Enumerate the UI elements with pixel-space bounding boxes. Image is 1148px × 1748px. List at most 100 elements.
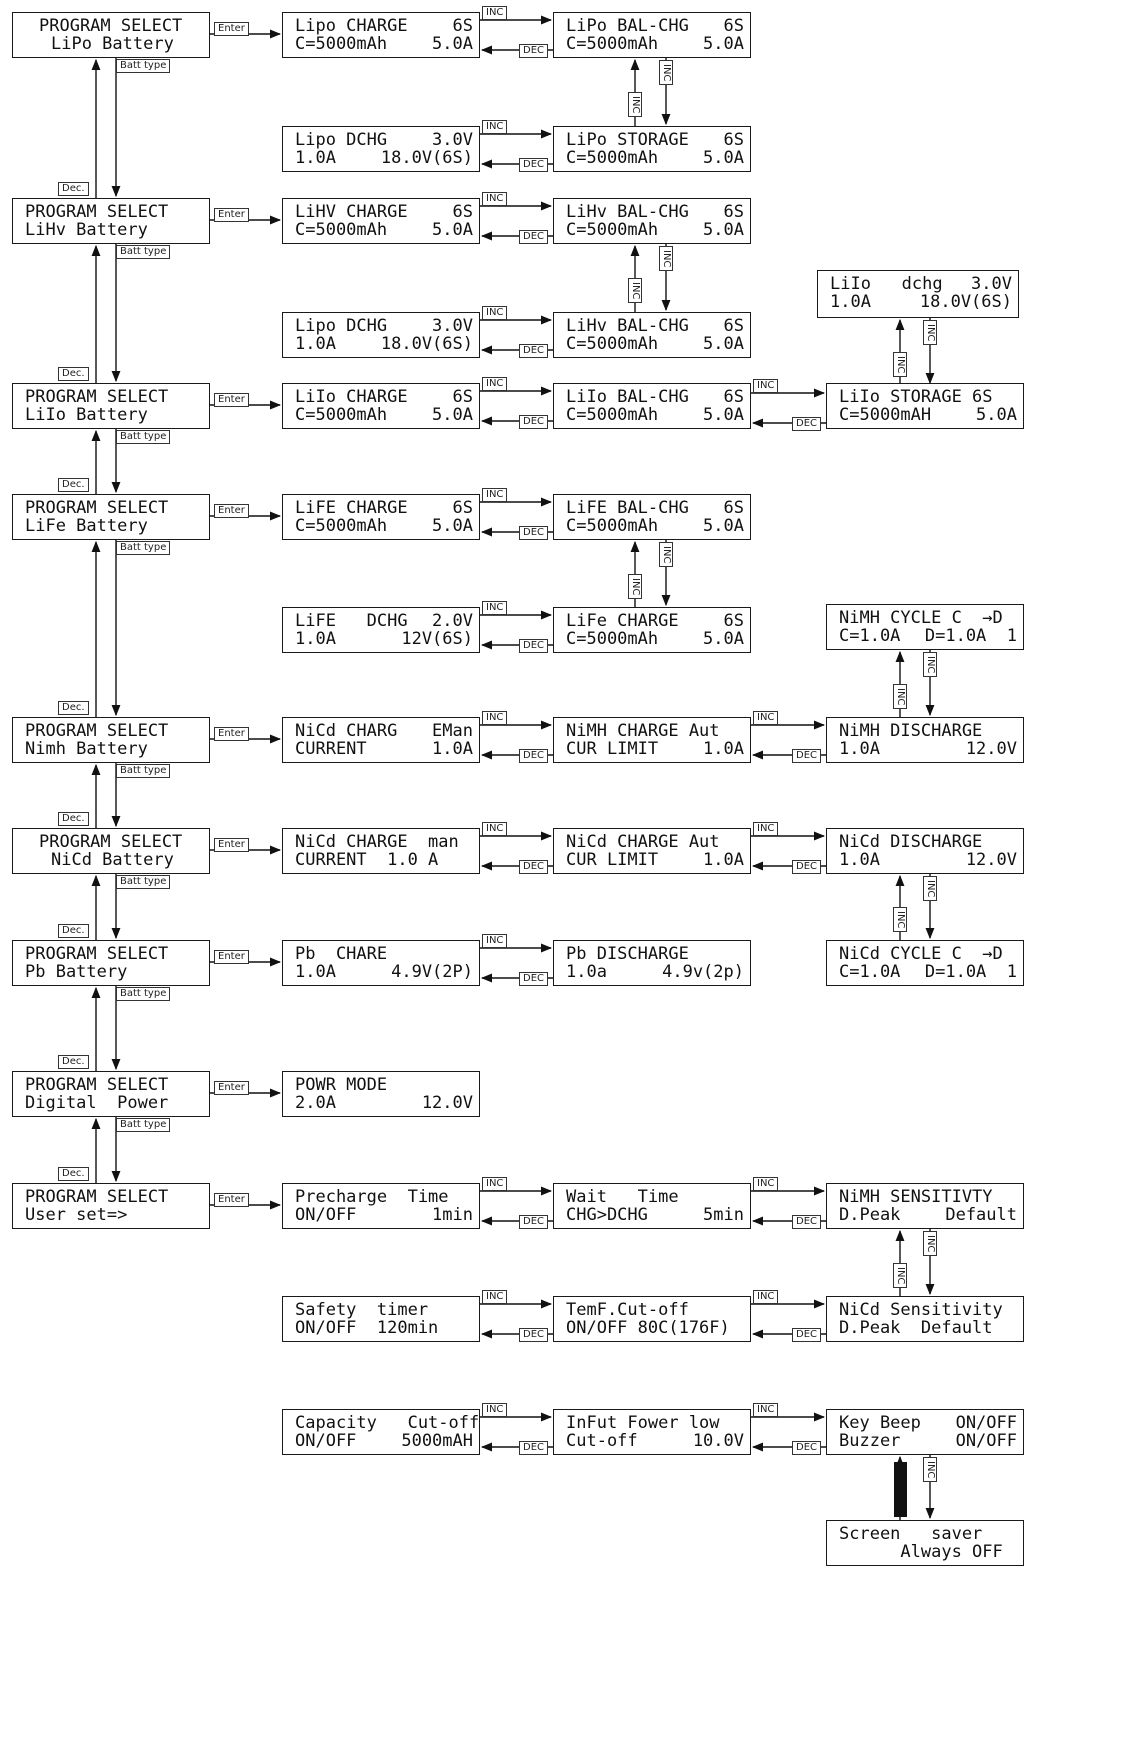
program-select-line1: PROGRAM SELECT bbox=[25, 202, 169, 222]
dec-tag: DEC bbox=[792, 1328, 822, 1342]
program-select-battery-label: LiHv Battery bbox=[25, 220, 148, 240]
screen-value: ON/OFF bbox=[955, 1413, 1017, 1433]
screen-line1: Pb DISCHARGE bbox=[566, 945, 744, 963]
dec-tag: Dec. bbox=[58, 812, 89, 826]
screen-text: Key Beep bbox=[839, 1413, 921, 1433]
screen-value: 6S bbox=[452, 498, 473, 518]
enter-tag: Enter bbox=[214, 393, 249, 407]
screen-value: 6S bbox=[723, 611, 744, 631]
screen-text: LiIo BAL-CHG bbox=[566, 387, 689, 407]
screen-text: ON/OFF bbox=[295, 1205, 357, 1225]
program-select-line1: PROGRAM SELECT bbox=[39, 832, 183, 852]
screen-text: Capacity Cut-off bbox=[295, 1413, 480, 1433]
screen-line1: NiCd DISCHARGE bbox=[839, 833, 1017, 851]
batt-type-tag: Batt type bbox=[116, 764, 171, 778]
screen-value: 6S bbox=[723, 130, 744, 150]
screen-value: 5.0A bbox=[976, 405, 1017, 425]
dec-tag: DEC bbox=[519, 639, 549, 653]
batt-type-tag: Batt type bbox=[116, 59, 171, 73]
screen-text: ON/OFF 120min bbox=[295, 1318, 439, 1338]
screen-line1: TemF.Cut-off bbox=[566, 1301, 744, 1319]
screen-value: 6S bbox=[723, 316, 744, 336]
enter-tag: Enter bbox=[214, 504, 249, 518]
screen-text: C=5000mAH bbox=[839, 405, 932, 425]
screen-line1: NiMH DISCHARGE bbox=[839, 722, 1017, 740]
inc-tag: INC bbox=[659, 60, 673, 86]
dec-tag: DEC bbox=[519, 1328, 549, 1342]
screen-line1: Precharge Time bbox=[295, 1188, 473, 1206]
screen-line1: Pb CHARE bbox=[295, 945, 473, 963]
screen-value: 4.9V(2P) bbox=[391, 962, 473, 982]
screen-line2: C=5000mAH 5.0A bbox=[839, 406, 1017, 424]
dec-tag: DEC bbox=[519, 1215, 549, 1229]
screen-text: CUR LIMIT bbox=[566, 850, 659, 870]
screen-text: LiHV CHARGE bbox=[295, 202, 408, 222]
inc-tag: INC bbox=[482, 1177, 508, 1191]
program-select-line1: PROGRAM SELECT bbox=[25, 944, 169, 964]
screen-line1: NiCd CYCLE C →D bbox=[839, 945, 1017, 963]
screen-value: 12V(6S) bbox=[401, 629, 473, 649]
program-select-battery-label: LiPo Battery bbox=[51, 34, 174, 54]
inc-tag: INC bbox=[893, 907, 907, 933]
screen-line1: Wait Time bbox=[566, 1188, 744, 1206]
inc-tag: INC bbox=[753, 379, 779, 393]
screen-value: 5.0A bbox=[703, 34, 744, 54]
screen-text: 1.0A bbox=[295, 334, 336, 354]
program-select-battery-label: NiCd Battery bbox=[51, 850, 174, 870]
dec-tag: Dec. bbox=[58, 1055, 89, 1069]
dec-tag: DEC bbox=[519, 860, 549, 874]
dec-tag: DEC bbox=[792, 1441, 822, 1455]
screen-text: NiCd CHARG bbox=[295, 721, 398, 741]
screen-line1: LiIo STORAGE 6S bbox=[839, 388, 1017, 406]
screen-text: C=5000mAh bbox=[566, 34, 659, 54]
screen-value: 18.0V(6S) bbox=[919, 292, 1012, 312]
screen-value: 1.0A bbox=[703, 739, 744, 759]
screen-text: C=5000mAh bbox=[566, 148, 659, 168]
dec-tag: DEC bbox=[792, 417, 822, 431]
screen-saver-screen: Screen saver Always OFF bbox=[826, 1520, 1024, 1566]
screen-text: 1.0A bbox=[295, 629, 336, 649]
screen-text: 1.0A bbox=[295, 148, 336, 168]
screen-value: 6S bbox=[452, 16, 473, 36]
screen-value: D=1.0A 1 bbox=[924, 962, 1017, 982]
screen-text: NiMH DISCHARGE bbox=[839, 721, 983, 741]
inc-tag: INC bbox=[893, 351, 907, 377]
screen-line1: POWR MODE bbox=[295, 1076, 473, 1094]
dec-tag: DEC bbox=[519, 972, 549, 986]
dec-tag: DEC bbox=[519, 749, 549, 763]
screen-text: Wait Time bbox=[566, 1187, 679, 1207]
inc-tag: INC bbox=[659, 246, 673, 272]
screen-value: 6S bbox=[452, 387, 473, 407]
screen-line2: C=5000mAh 5.0A bbox=[566, 35, 744, 53]
screen-line1: NiCd CHARGE man bbox=[295, 833, 473, 851]
